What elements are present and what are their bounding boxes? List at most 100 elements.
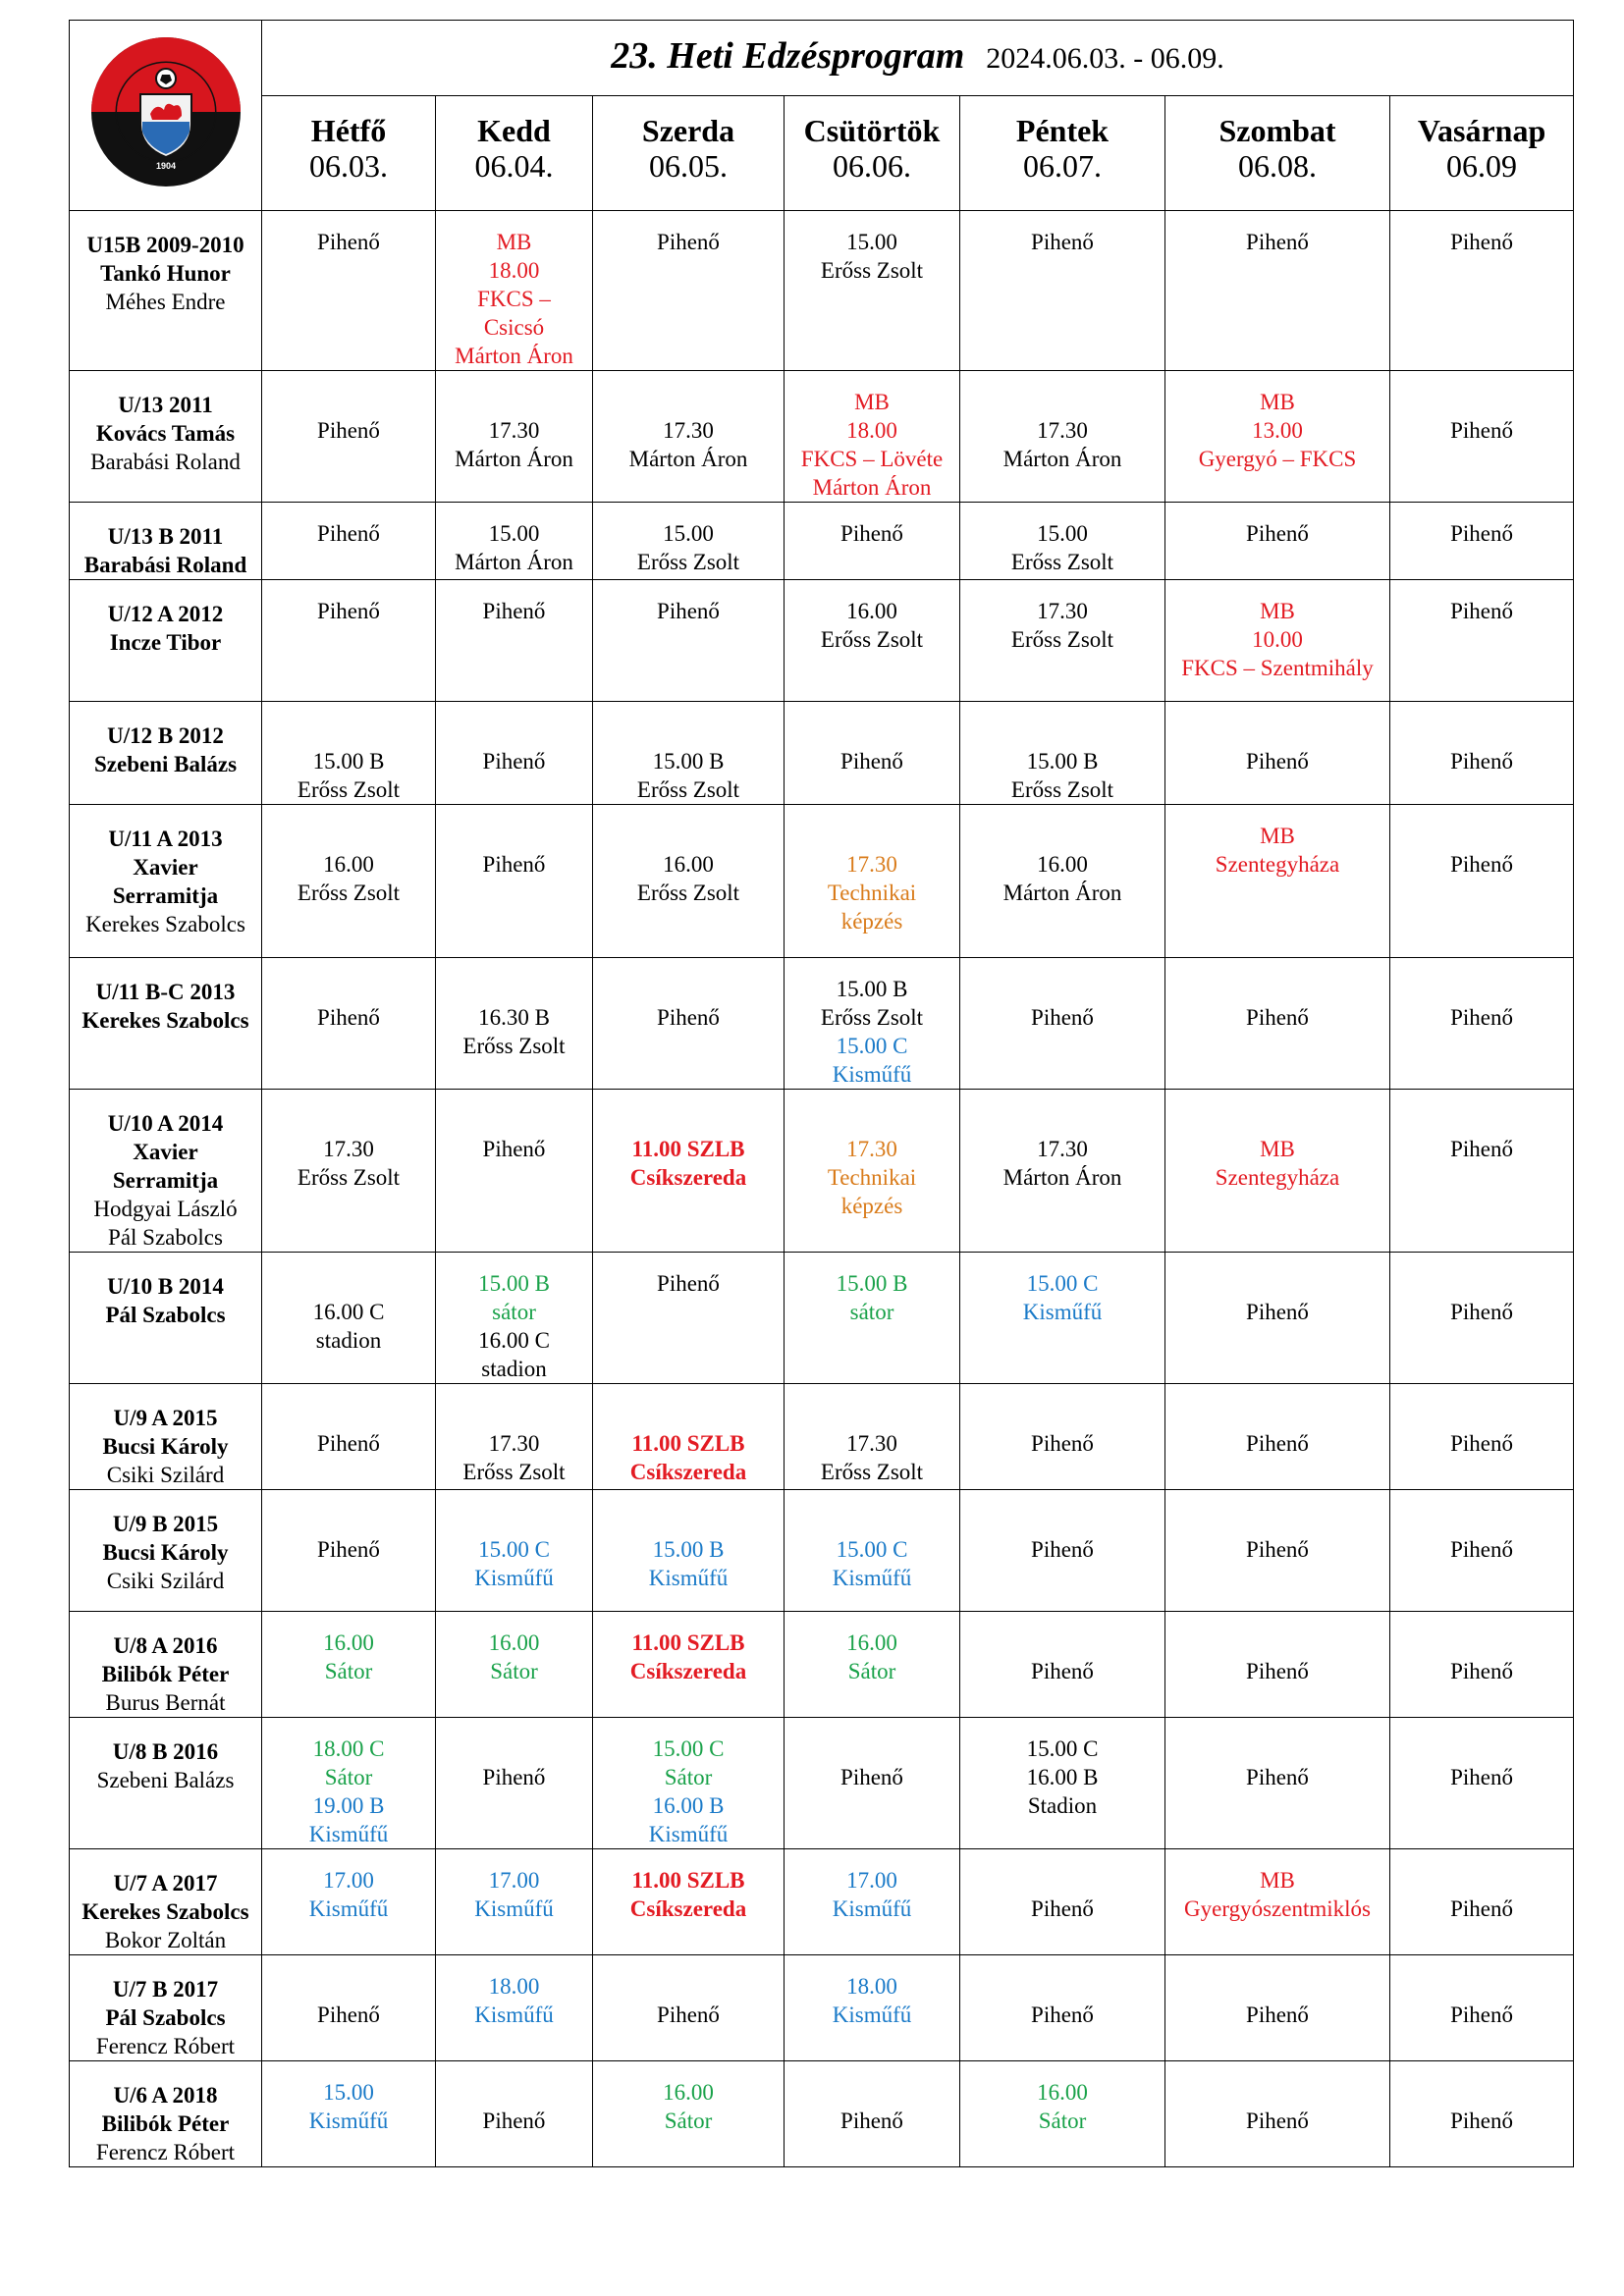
schedule-entry: Szentegyháza: [1215, 1165, 1340, 1190]
schedule-entry: FKCS – Lövéte: [800, 447, 944, 471]
schedule-entry: Pihenő: [1450, 1659, 1513, 1683]
coach-name: Kerekes Szabolcs: [81, 1008, 249, 1033]
schedule-entry: Stadion: [1027, 1793, 1098, 1818]
schedule-entry: Pihenő: [317, 1005, 380, 1030]
schedule-entry: 17.30: [1037, 418, 1088, 443]
schedule-cell: Pihenő: [1388, 1611, 1575, 1718]
schedule-entry: Márton Áron: [1002, 881, 1122, 905]
schedule-entry: 18.00: [846, 418, 897, 443]
schedule-entry: Pihenő: [840, 2109, 903, 2133]
schedule-cell: Pihenő: [1164, 1252, 1390, 1384]
coach-name: Xavier: [133, 855, 198, 880]
team-name: U/8 B 2016: [112, 1739, 219, 1764]
schedule-entry: 15.00 C: [478, 1537, 550, 1562]
schedule-cell: Pihenő: [592, 579, 785, 702]
schedule-entry: Pihenő: [840, 1765, 903, 1789]
schedule-entry: 11.00 SZLB: [631, 1431, 745, 1456]
schedule-entry: Kisműfű: [474, 1896, 554, 1921]
schedule-cell: Pihenő: [435, 2060, 593, 2167]
schedule-entry: Márton Áron: [455, 550, 573, 574]
schedule-cell: Pihenő: [959, 1848, 1165, 1955]
schedule-entry: Pihenő: [1246, 1005, 1309, 1030]
coach-name: Pál Szabolcs: [108, 1225, 223, 1250]
schedule-entry: Pihenő: [1246, 2002, 1309, 2027]
coach-name: Pál Szabolcs: [105, 2005, 226, 2030]
schedule-entry: Sátor: [847, 1659, 896, 1683]
schedule-entry: Kisműfű: [648, 1822, 729, 1846]
schedule-entry: Pihenő: [1246, 1431, 1309, 1456]
schedule-entry: Sátor: [664, 1765, 713, 1789]
schedule-entry: 17.30: [488, 418, 540, 443]
team-name: U/6 A 2018: [113, 2083, 218, 2108]
schedule-cell: Pihenő: [1164, 502, 1390, 580]
schedule-entry: Pihenő: [1450, 852, 1513, 877]
schedule-entry: Erőss Zsolt: [636, 881, 740, 905]
schedule-entry: sátor: [849, 1300, 894, 1324]
schedule-entry: Sátor: [490, 1659, 538, 1683]
schedule-cell: Pihenő: [1388, 210, 1575, 371]
coach-name: Csiki Szilárd: [106, 1463, 225, 1487]
schedule-entry: Gyergyó – FKCS: [1198, 447, 1357, 471]
schedule-entry: Sátor: [324, 1659, 373, 1683]
team-name: U/10 A 2014: [107, 1111, 224, 1136]
schedule-entry: 15.00 B: [1026, 749, 1099, 774]
schedule-cell: Pihenő: [959, 1489, 1165, 1612]
schedule-cell: Pihenő: [261, 1383, 436, 1490]
schedule-entry: Pihenő: [1450, 230, 1513, 254]
schedule-entry: Pihenő: [1031, 1659, 1094, 1683]
coach-name: Burus Bernát: [105, 1690, 226, 1715]
schedule-entry: Kisműfű: [308, 1822, 389, 1846]
schedule-cell: Pihenő: [1164, 957, 1390, 1090]
schedule-entry: Márton Áron: [812, 475, 932, 500]
schedule-entry: 18.00: [488, 258, 540, 283]
schedule-cell: Pihenő: [261, 579, 436, 702]
schedule-entry: Pihenő: [1450, 418, 1513, 443]
schedule-entry: sátor: [492, 1300, 536, 1324]
schedule-entry: Erőss Zsolt: [1010, 550, 1114, 574]
schedule-entry: 17.30: [846, 1137, 897, 1161]
schedule-entry: Erőss Zsolt: [820, 627, 924, 652]
team-name: U/10 B 2014: [107, 1274, 224, 1299]
coach-name: Méhes Endre: [105, 290, 226, 314]
schedule-entry: 16.00: [846, 599, 897, 623]
day-date: 06.05.: [649, 148, 728, 184]
schedule-cell: Pihenő: [261, 1954, 436, 2061]
schedule-entry: Technikai: [827, 881, 917, 905]
team-name: U/11 A 2013: [108, 827, 223, 851]
coach-name: Ferencz Róbert: [95, 2140, 236, 2164]
schedule-entry: Pihenő: [482, 1765, 546, 1789]
schedule-entry: 16.00 C: [312, 1300, 385, 1324]
team-name: U/9 B 2015: [112, 1512, 219, 1536]
schedule-entry: Pihenő: [1450, 599, 1513, 623]
schedule-entry: MB: [1260, 1868, 1295, 1893]
schedule-entry: 15.00: [1037, 521, 1088, 546]
day-date: 06.06.: [833, 148, 911, 184]
schedule-cell: Pihenő: [435, 804, 593, 958]
schedule-entry: 15.00 B: [478, 1271, 550, 1296]
coach-name: Serramitja: [112, 883, 219, 908]
schedule-entry: Pihenő: [1450, 749, 1513, 774]
schedule-entry: Erőss Zsolt: [297, 881, 401, 905]
